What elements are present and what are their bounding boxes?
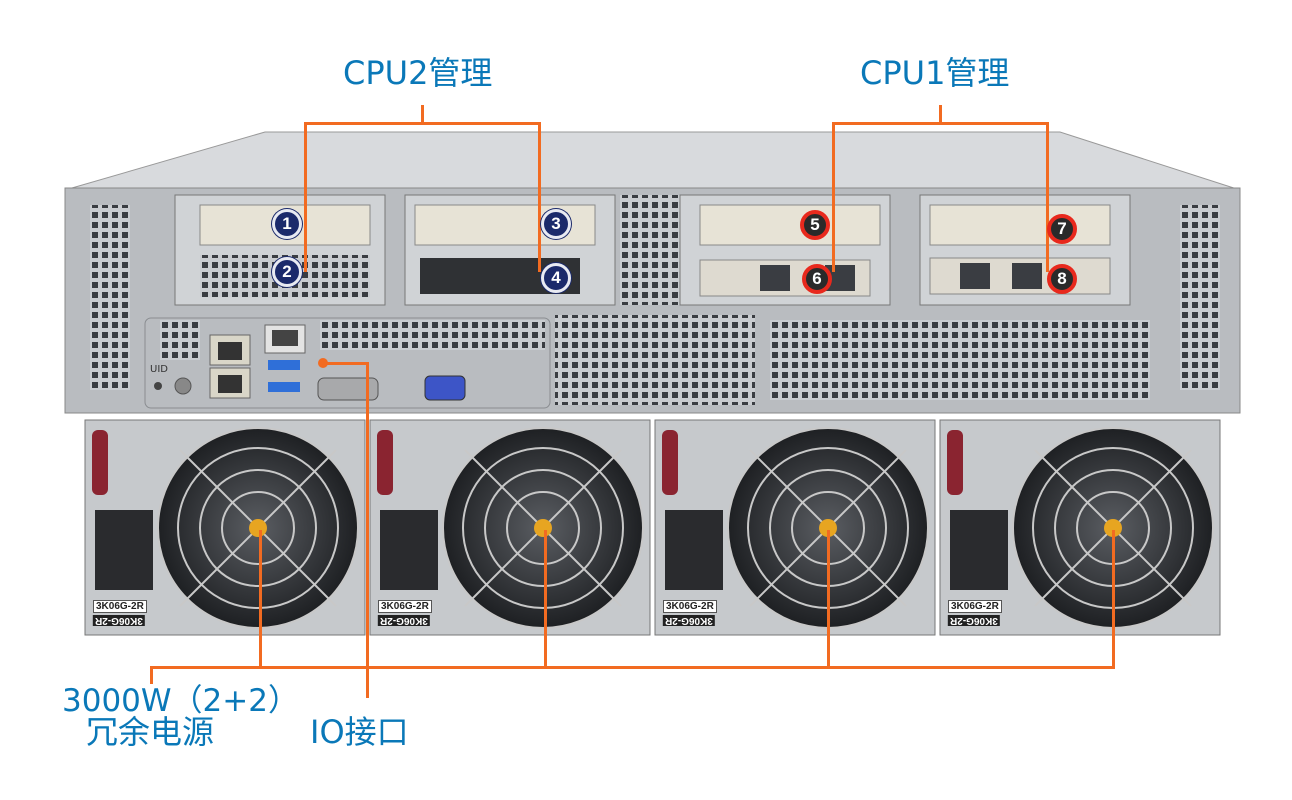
io-panel (144, 317, 551, 409)
slot-badge-4: 4 (541, 263, 571, 293)
psu-model-tag: 3K06G-2R (378, 615, 430, 626)
psu-model-tag: 3K06G-2R (948, 600, 1002, 613)
chassis-top-cover (64, 131, 1241, 191)
slot-badge-2: 2 (272, 257, 302, 287)
slot-badge-3: 3 (541, 209, 571, 239)
psu-spec-label: 3000W（2+2） (62, 683, 299, 719)
pcie-slots (174, 194, 1131, 306)
psu-model-tag: 3K06G-2R (663, 615, 715, 626)
psu-details (92, 430, 1008, 590)
io-ports-label: IO接口 (310, 713, 409, 751)
psu-fans (157, 427, 1214, 629)
psu-model-tag: 3K06G-2R (663, 600, 717, 613)
psu-model-tag: 3K06G-2R (378, 600, 432, 613)
slot-badge-5: 5 (800, 210, 830, 240)
uid-label: UID (150, 364, 168, 375)
cpu2-management-label: CPU2管理 (343, 54, 493, 92)
psu-model-tag: 3K06G-2R (93, 600, 147, 613)
cpu1-management-label: CPU1管理 (860, 54, 1010, 92)
slot-badge-6: 6 (802, 264, 832, 294)
slot-badge-1: 1 (272, 209, 302, 239)
psu-model-tag: 3K06G-2R (93, 615, 145, 626)
slot-badge-8: 8 (1047, 264, 1077, 294)
slot-badge-7: 7 (1047, 214, 1077, 244)
psu-model-tag: 3K06G-2R (948, 615, 1000, 626)
psu-redundant-label: 冗余电源 (86, 713, 215, 751)
